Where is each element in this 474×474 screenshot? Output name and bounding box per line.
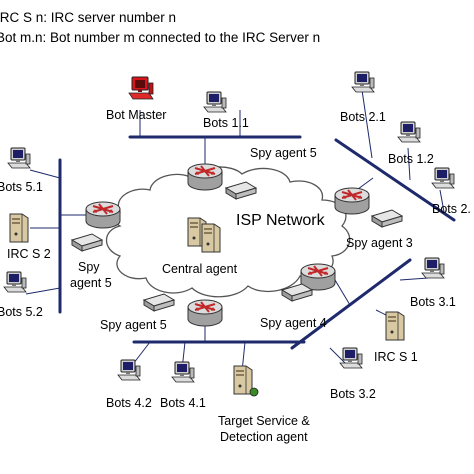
computer-icon-bots-2-1 (351, 71, 375, 93)
label-bots-4-2: Bots 4.2 (106, 396, 152, 410)
computer-icon-bots-3-2 (339, 347, 363, 369)
label-bots-2-1: Bots 2.1 (340, 110, 386, 124)
computer-icon-bots-4-1 (171, 361, 195, 383)
switch-icon-right (371, 209, 403, 228)
label-target-2: Detection agent (220, 430, 308, 444)
label-bots-5-2: Bots 5.2 (0, 305, 43, 319)
label-spy-agent-5-top: Spy agent 5 (250, 146, 317, 160)
bot-master-icon (128, 76, 154, 100)
computer-icon-bots-1-2 (397, 121, 421, 143)
router-right (334, 187, 370, 215)
server-icon-irc-s-1 (385, 311, 405, 341)
computer-icon-bots-5-2 (3, 271, 27, 293)
legend-line-1: IRC S n: IRC server number n (0, 10, 177, 25)
label-bots-1-1: Bots 1.1 (203, 116, 249, 130)
label-irc-s-1: IRC S 1 (374, 350, 418, 364)
router-top (187, 163, 223, 191)
label-irc-s-2: IRC S 2 (7, 247, 51, 261)
bus-lines (58, 135, 456, 350)
label-isp-network: ISP Network (236, 212, 325, 229)
server-icon-irc-s-2 (9, 213, 29, 243)
router-left (85, 201, 121, 229)
computer-icon-bots-5-1 (7, 147, 31, 169)
label-bots-3-2: Bots 3.2 (330, 387, 376, 401)
computer-icon-bots-3-1 (421, 257, 445, 279)
label-bots-1-2: Bots 1.2 (388, 152, 434, 166)
label-bots-3-1: Bots 3.1 (410, 295, 456, 309)
computer-icon-bots-2-x (431, 167, 455, 189)
computer-icon-bots-1-1 (203, 91, 227, 113)
label-bot-master: Bot Master (106, 108, 167, 122)
switch-icon-left (71, 233, 103, 252)
label-bots-2-x: Bots 2. (432, 202, 471, 216)
router-bottom (187, 299, 223, 327)
label-central-agent: Central agent (162, 262, 238, 276)
label-spy-left-1: Spy (78, 260, 100, 274)
switch-icon-bottom (143, 293, 175, 312)
label-spy-left-2: agent 5 (70, 276, 112, 290)
label-target-1: Target Service & (218, 414, 310, 428)
label-spy-agent-4: Spy agent 4 (260, 316, 327, 330)
label-spy-agent-3: Spy agent 3 (346, 236, 413, 250)
server-icon-target (233, 365, 259, 397)
label-spy-agent-5-bottom: Spy agent 5 (100, 318, 167, 332)
computer-icon-bots-4-2 (117, 359, 141, 381)
legend-line-2: Bot m.n: Bot number m connected to the I… (0, 30, 321, 45)
label-bots-5-1: Bots 5.1 (0, 180, 43, 194)
label-bots-4-1: Bots 4.1 (160, 396, 206, 410)
